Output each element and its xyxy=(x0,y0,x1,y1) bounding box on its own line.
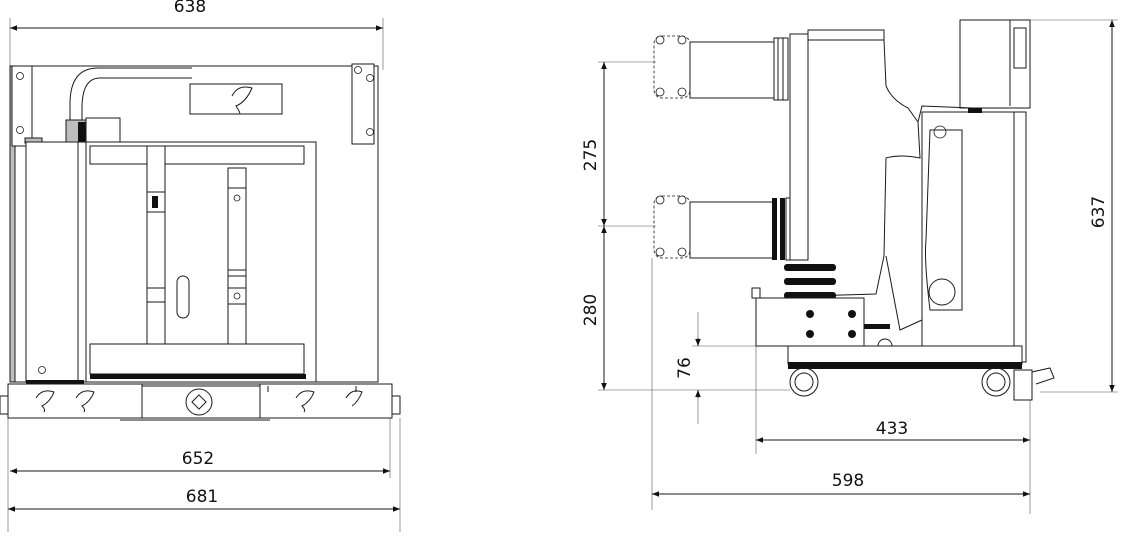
dim-label-652: 652 xyxy=(182,449,214,469)
mechanism-housing xyxy=(877,19,1031,365)
front-base xyxy=(0,383,401,421)
dim-side-bottom: 433 598 xyxy=(651,258,1031,514)
top-pipe-assembly xyxy=(65,67,283,145)
side-view: 275 280 76 637 433 598 xyxy=(581,19,1118,514)
dim-label-637: 637 xyxy=(1089,196,1109,228)
main-panel xyxy=(25,141,317,385)
dim-side-left: 275 280 76 xyxy=(581,61,790,424)
dim-label-638: 638 xyxy=(174,0,206,17)
front-view: 638 xyxy=(0,0,401,532)
pole-column xyxy=(751,29,921,299)
side-truck xyxy=(755,297,1055,401)
dim-label-598: 598 xyxy=(832,471,864,491)
dim-label-280: 280 xyxy=(581,294,601,326)
lower-contact-arm xyxy=(653,195,793,261)
dim-label-76: 76 xyxy=(675,357,695,379)
upper-contact-arm xyxy=(653,35,789,101)
dim-side-right: 637 xyxy=(1030,19,1118,393)
dim-label-681: 681 xyxy=(186,487,218,507)
dim-front-top: 638 xyxy=(9,0,384,70)
dim-label-433: 433 xyxy=(876,419,908,439)
dim-label-275: 275 xyxy=(581,139,601,171)
dim-front-bottom: 652 681 xyxy=(7,418,401,532)
